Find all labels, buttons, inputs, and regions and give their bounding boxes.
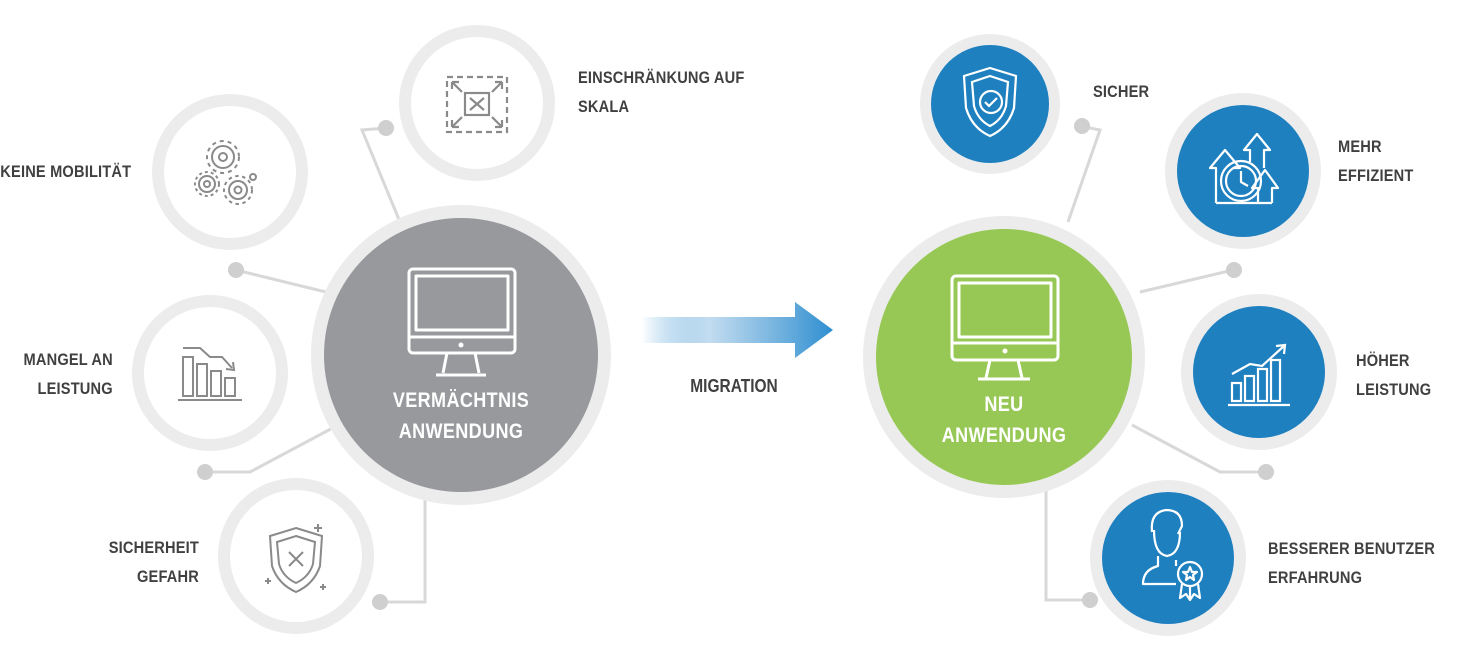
- connector-hoeher: [1131, 423, 1266, 474]
- label-higher-performance: HÖHER LEISTUNG: [1356, 346, 1431, 404]
- new-title-line1: NEU: [984, 393, 1024, 416]
- shield-check-icon: [962, 66, 1018, 138]
- satellite-performance-lack: [132, 295, 288, 451]
- label-secure: SICHER: [1093, 77, 1149, 106]
- label-user-experience: BESSERER BENUTZER ERFAHRUNG: [1268, 534, 1435, 592]
- legacy-hub: [311, 205, 611, 505]
- connector-performance: [205, 422, 341, 474]
- satellite-efficient: [1165, 93, 1321, 249]
- monitor-icon: [407, 267, 517, 377]
- connector-scale: [359, 126, 402, 223]
- connector-dot: [372, 594, 388, 610]
- monitor-icon: [950, 274, 1060, 381]
- clock-arrows-icon: [1208, 132, 1280, 205]
- connector-dot: [1258, 464, 1274, 480]
- satellite-security-risk: [218, 478, 374, 634]
- connector-effizient: [1139, 268, 1234, 294]
- satellite-user-experience: [1090, 480, 1246, 636]
- growth-chart-icon: [1228, 343, 1290, 407]
- label-line: ERFAHRUNG: [1268, 568, 1363, 587]
- connector-dot: [1226, 262, 1242, 278]
- satellite-scale-limit: [399, 25, 555, 181]
- label-line: LEISTUNG: [1356, 380, 1432, 399]
- gears-icon: [194, 140, 257, 205]
- label-security-risk: SICHERHEIT GEFAHR: [109, 533, 199, 591]
- label-line: MEHR: [1338, 137, 1382, 156]
- label-line: LEISTUNG: [37, 379, 113, 398]
- label-line: SICHER: [1093, 82, 1150, 101]
- satellite-higher-performance: [1181, 294, 1337, 450]
- label-line: KEINE MOBILITÄT: [0, 162, 131, 181]
- shield-x-icon: [265, 524, 326, 594]
- arrow-right-icon: [642, 302, 833, 358]
- declining-chart-icon: [178, 347, 242, 401]
- label-line: SICHERHEIT: [108, 538, 199, 557]
- satellite-mobility: [152, 94, 308, 250]
- connector-sicher: [1066, 124, 1102, 223]
- connector-dot: [228, 262, 244, 278]
- connector-dot: [378, 120, 394, 136]
- satellite-secure: [920, 34, 1060, 174]
- label-line: HÖHER: [1356, 351, 1410, 370]
- label-line: EINSCHRÄNKUNG AUF: [578, 68, 745, 87]
- label-performance-lack: MANGEL AN LEISTUNG: [24, 345, 113, 403]
- connector-lines: [205, 124, 1266, 604]
- new-hub-title: NEU ANWENDUNG: [933, 389, 1074, 451]
- new-title-line2: ANWENDUNG: [941, 424, 1067, 447]
- connector-mobility: [235, 268, 331, 295]
- label-scale-limit: EINSCHRÄNKUNG AUF SKALA: [578, 63, 744, 121]
- user-award-icon: [1141, 508, 1204, 602]
- scale-limit-icon: [445, 75, 509, 134]
- connector-dot: [1082, 592, 1098, 608]
- connector-benutzer: [1044, 487, 1090, 602]
- label-line: BESSERER BENUTZER: [1268, 539, 1436, 558]
- label-mobility: KEINE MOBILITÄT: [0, 157, 131, 186]
- connector-security: [382, 485, 427, 604]
- legacy-title-line1: VERMÄCHTNIS: [392, 389, 530, 412]
- label-line: EFFIZIENT: [1338, 166, 1414, 185]
- migration-arrow: [642, 302, 833, 358]
- legacy-title-line2: ANWENDUNG: [398, 420, 524, 443]
- label-line: GEFAHR: [137, 567, 199, 586]
- label-line: MANGEL AN: [23, 350, 113, 369]
- connector-dot: [1074, 118, 1090, 134]
- legacy-hub-title: VERMÄCHTNIS ANWENDUNG: [391, 385, 530, 447]
- connector-dot: [197, 464, 213, 480]
- migration-label: MIGRATION: [690, 376, 778, 396]
- new-hub: [863, 216, 1145, 498]
- label-line: SKALA: [578, 97, 630, 116]
- connector-dots: [197, 118, 1274, 610]
- label-efficient: MEHR EFFIZIENT: [1338, 132, 1413, 190]
